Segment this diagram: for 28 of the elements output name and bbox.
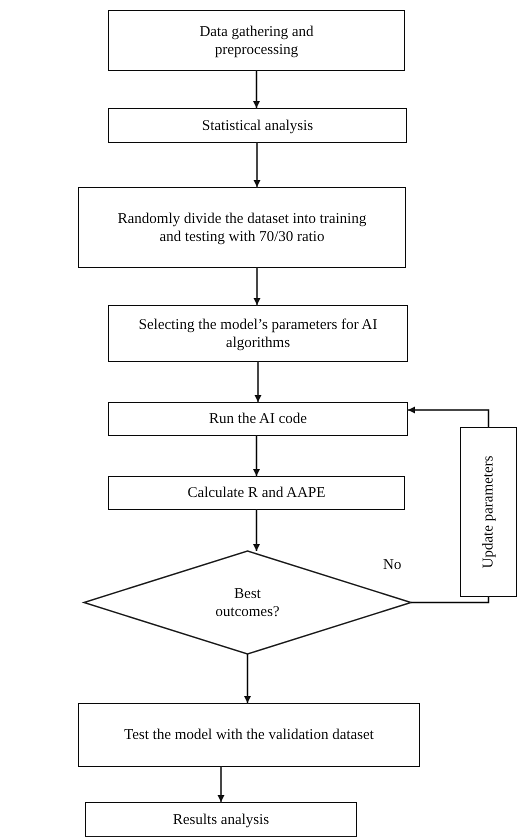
process-box (108, 305, 408, 362)
process-box (108, 402, 408, 436)
process-box (108, 476, 405, 510)
arrow (244, 654, 251, 703)
box-label: Test the model with the validation dataset (124, 726, 374, 744)
arrow (253, 510, 260, 551)
arrow (253, 71, 260, 108)
process-box (460, 427, 517, 597)
arrow (408, 406, 490, 427)
box-label: Update parameters (480, 456, 498, 568)
process-box (85, 802, 357, 837)
arrow (218, 767, 224, 802)
box-label: Statistical analysis (202, 116, 314, 134)
box-label: Calculate R and AAPE (188, 484, 326, 502)
box-label: Results analysis (172, 810, 270, 828)
process-box (108, 108, 407, 143)
box-label: Data gathering and preprocessing (198, 22, 315, 58)
arrow (254, 268, 260, 305)
decision-label: Best outcomes? (214, 584, 281, 620)
process-box (78, 187, 406, 268)
box-label: Run the AI code (209, 410, 307, 428)
arrow (253, 436, 260, 476)
arrow (254, 143, 260, 187)
arrow (254, 362, 262, 402)
process-box (108, 10, 405, 71)
box-label: Randomly divide the dataset into training and testing with 70/30 ratio (117, 210, 367, 246)
box-label: Selecting the model’s parameters for AI algorithms (138, 316, 378, 352)
process-box (78, 703, 420, 767)
